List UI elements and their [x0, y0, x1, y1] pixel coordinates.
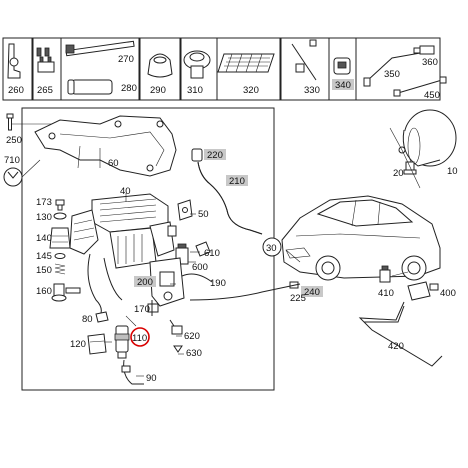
- part-110-filter[interactable]: [114, 325, 130, 359]
- label-200[interactable]: 200: [137, 277, 153, 288]
- label-40[interactable]: 40: [120, 186, 131, 197]
- label-150[interactable]: 150: [36, 265, 52, 276]
- label-610[interactable]: 610: [204, 248, 220, 259]
- part-410-sensor[interactable]: [379, 265, 391, 283]
- part-80-clamp[interactable]: [95, 311, 109, 323]
- label-410[interactable]: 410: [378, 288, 394, 299]
- part-200-valve-unit[interactable]: [149, 257, 185, 307]
- label-350[interactable]: 350: [384, 69, 400, 80]
- part-150-spring[interactable]: [54, 263, 66, 275]
- part-260-clip[interactable]: [7, 43, 21, 79]
- part-265-connectors[interactable]: [36, 47, 55, 73]
- label-110[interactable]: 110: [132, 333, 147, 344]
- part-710-tool[interactable]: [3, 167, 23, 187]
- label-130[interactable]: 130: [36, 212, 52, 223]
- part-60-bracket[interactable]: [34, 115, 177, 177]
- part-270-cable-tie[interactable]: [65, 40, 135, 57]
- label-80[interactable]: 80: [82, 314, 93, 325]
- part-620-sensor[interactable]: [169, 319, 183, 335]
- label-340[interactable]: 340: [335, 80, 351, 91]
- part-330-line[interactable]: [291, 39, 317, 81]
- label-60[interactable]: 60: [108, 158, 119, 169]
- label-90[interactable]: 90: [146, 373, 157, 384]
- part-145-washer[interactable]: [54, 253, 66, 259]
- label-240[interactable]: 240: [304, 287, 320, 298]
- label-600[interactable]: 600: [192, 262, 208, 273]
- label-630[interactable]: 630: [186, 348, 202, 359]
- part-220-connector[interactable]: [191, 148, 203, 162]
- label-710[interactable]: 710: [4, 155, 20, 166]
- vehicle-labels: 10 20 240 225 410 400 420: [290, 166, 458, 352]
- label-330[interactable]: 330: [304, 85, 320, 96]
- vehicle-illustration: [281, 195, 441, 281]
- label-50[interactable]: 50: [198, 209, 209, 220]
- label-145[interactable]: 145: [36, 251, 52, 262]
- part-290-mount[interactable]: [147, 53, 173, 78]
- part-630-screw[interactable]: [173, 345, 183, 353]
- label-360[interactable]: 360: [422, 57, 438, 68]
- label-210[interactable]: 210: [229, 176, 245, 187]
- label-160[interactable]: 160: [36, 286, 52, 297]
- vehicle-leader-lines: [285, 127, 421, 277]
- label-280[interactable]: 280: [121, 83, 137, 94]
- part-310-grommet[interactable]: [183, 50, 211, 79]
- part-50-bracket[interactable]: [177, 199, 193, 221]
- label-220[interactable]: 220: [207, 150, 223, 161]
- callout-30[interactable]: 30: [262, 237, 282, 257]
- label-225[interactable]: 225: [290, 293, 306, 304]
- label-420[interactable]: 420: [388, 341, 404, 352]
- label-320[interactable]: 320: [243, 85, 259, 96]
- label-450[interactable]: 450: [424, 90, 440, 101]
- part-190-pipe[interactable]: [181, 273, 213, 283]
- part-280-sleeve[interactable]: [67, 79, 113, 95]
- compressor-lines: [87, 253, 123, 317]
- part-90-hose[interactable]: [121, 359, 144, 385]
- part-350-hose[interactable]: [363, 51, 427, 87]
- label-620[interactable]: 620: [184, 331, 200, 342]
- part-160-mount[interactable]: [51, 283, 81, 302]
- part-400-level-sensor[interactable]: [407, 281, 439, 301]
- label-173[interactable]: 173: [36, 197, 52, 208]
- part-140-mount[interactable]: [49, 227, 71, 249]
- part-130-washer[interactable]: [53, 212, 67, 220]
- leader-lines: [21, 159, 200, 377]
- part-340-connector[interactable]: [333, 57, 351, 75]
- part-40-compressor[interactable]: [69, 193, 177, 269]
- label-120[interactable]: 120: [70, 339, 86, 350]
- part-10-reservoir[interactable]: [398, 109, 457, 167]
- label-290[interactable]: 290: [150, 85, 166, 96]
- part-120-housing[interactable]: [87, 333, 107, 355]
- part-450-hose[interactable]: [393, 76, 447, 97]
- part-173-screw[interactable]: [55, 199, 65, 211]
- label-20[interactable]: 20: [393, 168, 404, 179]
- label-265[interactable]: 265: [37, 85, 53, 96]
- part-210-pipe[interactable]: [197, 161, 263, 235]
- part-420-rod[interactable]: [358, 301, 443, 367]
- label-10[interactable]: 10: [447, 166, 458, 177]
- label-270[interactable]: 270: [118, 54, 134, 65]
- top-row-frames: [2, 37, 441, 101]
- part-360-fitting[interactable]: [413, 45, 435, 55]
- part-320-filter[interactable]: [217, 53, 275, 73]
- label-190[interactable]: 190: [210, 278, 226, 289]
- part-170-fitting[interactable]: [147, 300, 159, 316]
- part-610-sensor[interactable]: [195, 241, 211, 257]
- selection-marker: [130, 327, 150, 347]
- label-170[interactable]: 170: [134, 304, 150, 315]
- part-240-pipe[interactable]: [189, 283, 301, 301]
- label-260[interactable]: 260: [8, 85, 24, 96]
- label-30: 30: [266, 243, 277, 254]
- label-310[interactable]: 310: [187, 85, 203, 96]
- label-140[interactable]: 140: [36, 233, 52, 244]
- part-20-bolt[interactable]: [403, 161, 417, 175]
- label-400[interactable]: 400: [440, 288, 456, 299]
- label-250[interactable]: 250: [6, 135, 22, 146]
- top-row-labels: 260 265 270 280 290 310 320 330 340 350 …: [8, 54, 440, 101]
- main-labels: 250 710 60 220 210 40 173 130 140 145 15…: [4, 135, 248, 384]
